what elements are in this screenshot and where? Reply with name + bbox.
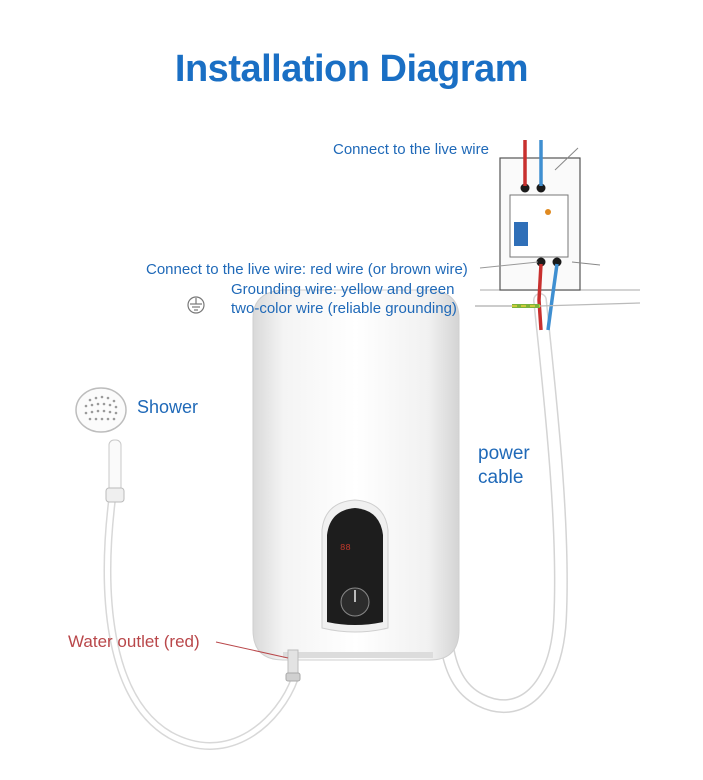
- water-heater-icon: 88: [252, 289, 460, 682]
- label-water-outlet: Water outlet (red): [68, 632, 200, 651]
- ground-symbol-icon: [187, 296, 205, 314]
- svg-text:88: 88: [340, 543, 351, 553]
- label-grounding-line1: Grounding wire: yellow and green: [231, 281, 455, 298]
- shower-head-icon: [75, 387, 127, 503]
- label-live-wire-bottom: Connect to the live wire: red wire (or b…: [146, 261, 468, 278]
- label-grounding-line2: two-color wire (reliable grounding): [231, 300, 457, 317]
- label-live-wire-top: Connect to the live wire: [333, 141, 489, 158]
- switch-box-icon: [480, 147, 640, 291]
- label-shower: Shower: [137, 397, 199, 417]
- label-power-cable-line1: power: [478, 443, 530, 464]
- page-title: Installation Diagram: [174, 48, 529, 90]
- wire-neutral-out: [546, 263, 559, 331]
- label-power-cable-line2: cable: [478, 467, 524, 488]
- wire-live-out: [537, 263, 543, 331]
